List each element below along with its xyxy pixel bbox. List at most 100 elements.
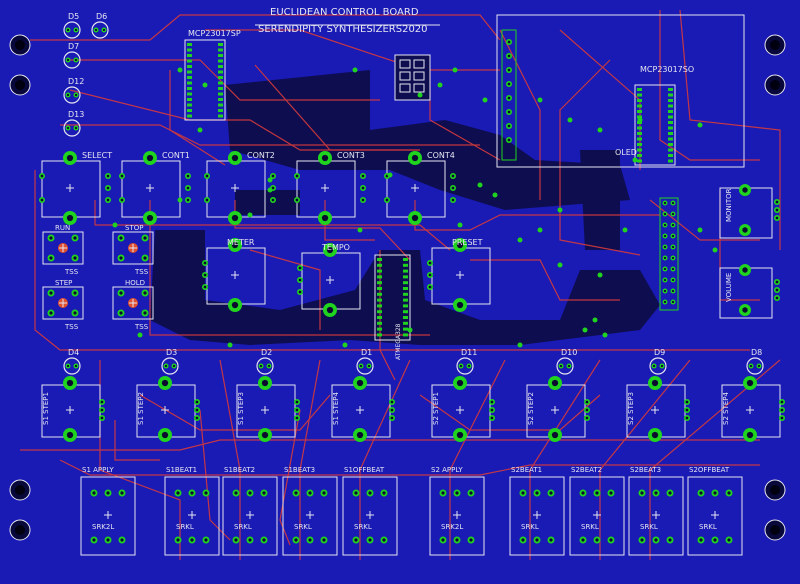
pad-drill [66, 379, 74, 387]
tact-label-bottom: TSS [64, 323, 79, 331]
pad-drill [757, 364, 761, 368]
pot-label: METER [227, 238, 255, 247]
pad-drill [190, 491, 194, 495]
pad-drill [106, 491, 110, 495]
pad-drill [663, 212, 667, 216]
led-d7: D7 [63, 42, 81, 69]
via [352, 67, 358, 73]
board-title: EUCLIDEAN CONTROL BOARD [270, 7, 419, 18]
via [567, 117, 573, 123]
pad-drill [727, 538, 731, 542]
right-header [659, 197, 679, 311]
pad-drill [354, 491, 358, 495]
pad-drill [775, 216, 779, 220]
pad-drill [231, 214, 239, 222]
pad-drill [451, 186, 455, 190]
led-label: D13 [68, 110, 84, 119]
pad-drill [248, 538, 252, 542]
pad-drill [609, 491, 613, 495]
via [557, 262, 563, 268]
pot-cont3: CONT3 [294, 151, 366, 225]
via [267, 177, 273, 183]
pad-drill [775, 296, 779, 300]
pad-drill [40, 198, 44, 202]
switch-label: S2BEAT3 [630, 466, 661, 474]
step-label: S1 STEP2 [137, 392, 145, 425]
pad-drill [248, 491, 252, 495]
pad-drill [100, 408, 104, 412]
pad-drill [368, 491, 372, 495]
center-mark [306, 511, 314, 519]
pad-drill [361, 198, 365, 202]
center-mark [129, 299, 137, 307]
pad-drill [459, 364, 463, 368]
pad-drill [106, 174, 110, 178]
switch-label: S1BEAT2 [224, 466, 255, 474]
pad-drill [663, 278, 667, 282]
pad-drill [308, 538, 312, 542]
switch-type-label: SRK2L [92, 523, 114, 531]
pad-drill [146, 214, 154, 222]
pad-drill [356, 431, 364, 439]
pad-drill [456, 379, 464, 387]
pad-drill [92, 538, 96, 542]
step-pot-4: S1 STEP4 [331, 376, 395, 442]
pad-drill [663, 300, 667, 304]
pad-drill [663, 234, 667, 238]
pot-label: TEMPO [321, 243, 350, 252]
pad-drill [390, 408, 394, 412]
pad-drill [663, 289, 667, 293]
led-d10: D10 [556, 348, 577, 375]
pad-drill [186, 186, 190, 190]
pad-drill [742, 187, 748, 193]
tact-label-top: STEP [55, 279, 72, 287]
pad-drill [74, 93, 78, 97]
switch-label: S2BEAT1 [511, 466, 542, 474]
pad-drill [368, 538, 372, 542]
pad-drill [640, 538, 644, 542]
oled-label: OLED [615, 148, 637, 157]
step-pot-1: S1 STEP1 [41, 376, 105, 442]
switch-type-label: SRKL [354, 523, 372, 531]
pad-drill [66, 154, 74, 162]
led-d12: D12 [63, 77, 84, 104]
pad-drill [102, 28, 106, 32]
led-label: D4 [68, 348, 79, 357]
pad-drill [267, 364, 271, 368]
pad-drill [49, 256, 53, 260]
pad-drill [490, 408, 494, 412]
pot-label: CONT4 [427, 151, 455, 160]
pad-drill [780, 400, 784, 404]
pad-drill [66, 126, 70, 130]
led-label: D3 [166, 348, 177, 357]
led-label: D10 [561, 348, 577, 357]
pad-drill [685, 400, 689, 404]
led-label: D6 [96, 12, 107, 21]
pad-drill [663, 201, 667, 205]
pad-drill [507, 124, 511, 128]
via [227, 342, 233, 348]
via [477, 182, 483, 188]
pad-drill [456, 431, 464, 439]
pad-drill [455, 491, 459, 495]
pad-drill [49, 236, 53, 240]
pad-drill [742, 227, 748, 233]
pad-drill [663, 245, 667, 249]
pad-drill [549, 491, 553, 495]
pad-drill [195, 416, 199, 420]
chip-left: MCP23017SP [184, 29, 241, 121]
pad-drill [143, 291, 147, 295]
pad-drill [585, 416, 589, 420]
step-label: S1 STEP1 [42, 392, 50, 425]
pad-drill [195, 400, 199, 404]
pad-drill [507, 82, 511, 86]
pad-drill [361, 186, 365, 190]
pad-drill [746, 379, 754, 387]
pad-drill [775, 208, 779, 212]
via [597, 272, 603, 278]
pad-drill [451, 198, 455, 202]
pad-drill [203, 273, 207, 277]
pad-drill [73, 256, 77, 260]
